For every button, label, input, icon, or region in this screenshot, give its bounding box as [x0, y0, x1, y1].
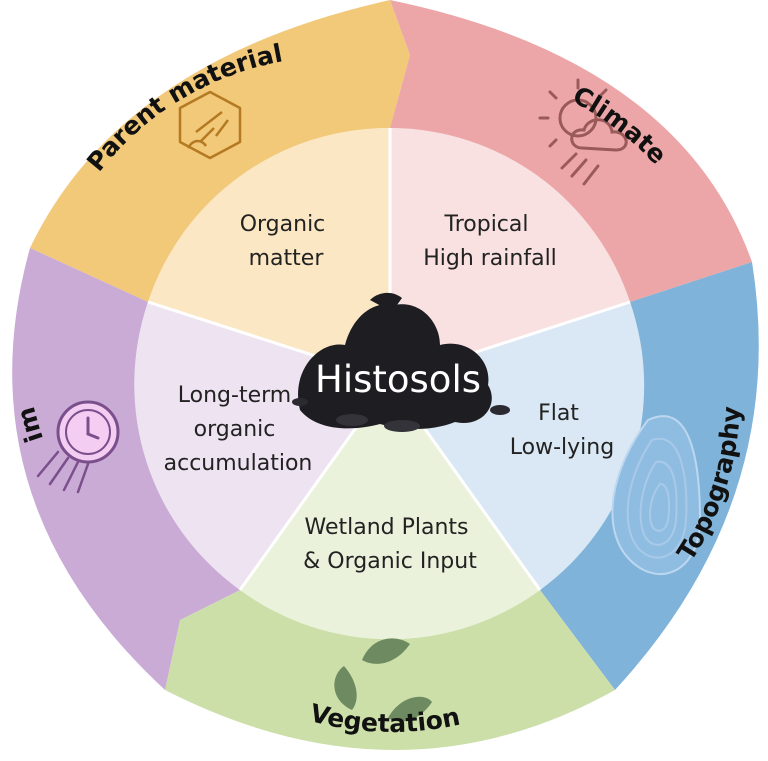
center-label: Histosols [315, 358, 481, 401]
topography-inner-text: Flat Low-lying [510, 401, 614, 460]
clock-icon [36, 400, 120, 494]
vegetation-outer-sector[interactable] [165, 590, 615, 750]
vegetation-inner-sector[interactable] [240, 380, 540, 640]
time-inner-text: Long-term organic accumulation [164, 383, 313, 476]
climate-inner-text: Tropical High rainfall [423, 212, 557, 271]
vegetation-inner-text: Wetland Plants & Organic Input [303, 515, 477, 574]
climate-inner-sector[interactable] [390, 128, 630, 380]
leaves-cycle-icon [334, 638, 432, 722]
rock-icon [178, 90, 242, 160]
parent-material-inner-sector[interactable] [148, 127, 390, 381]
parent-material-inner-text: Organic matter [240, 212, 333, 271]
climate-outer-sector[interactable] [390, 0, 752, 302]
sun-cloud-rain-icon [538, 78, 628, 186]
contour-map-icon [611, 415, 702, 576]
parent-material-outer-sector[interactable] [30, 0, 410, 302]
time-outer-sector[interactable] [12, 248, 240, 690]
soil-mound [292, 292, 510, 432]
